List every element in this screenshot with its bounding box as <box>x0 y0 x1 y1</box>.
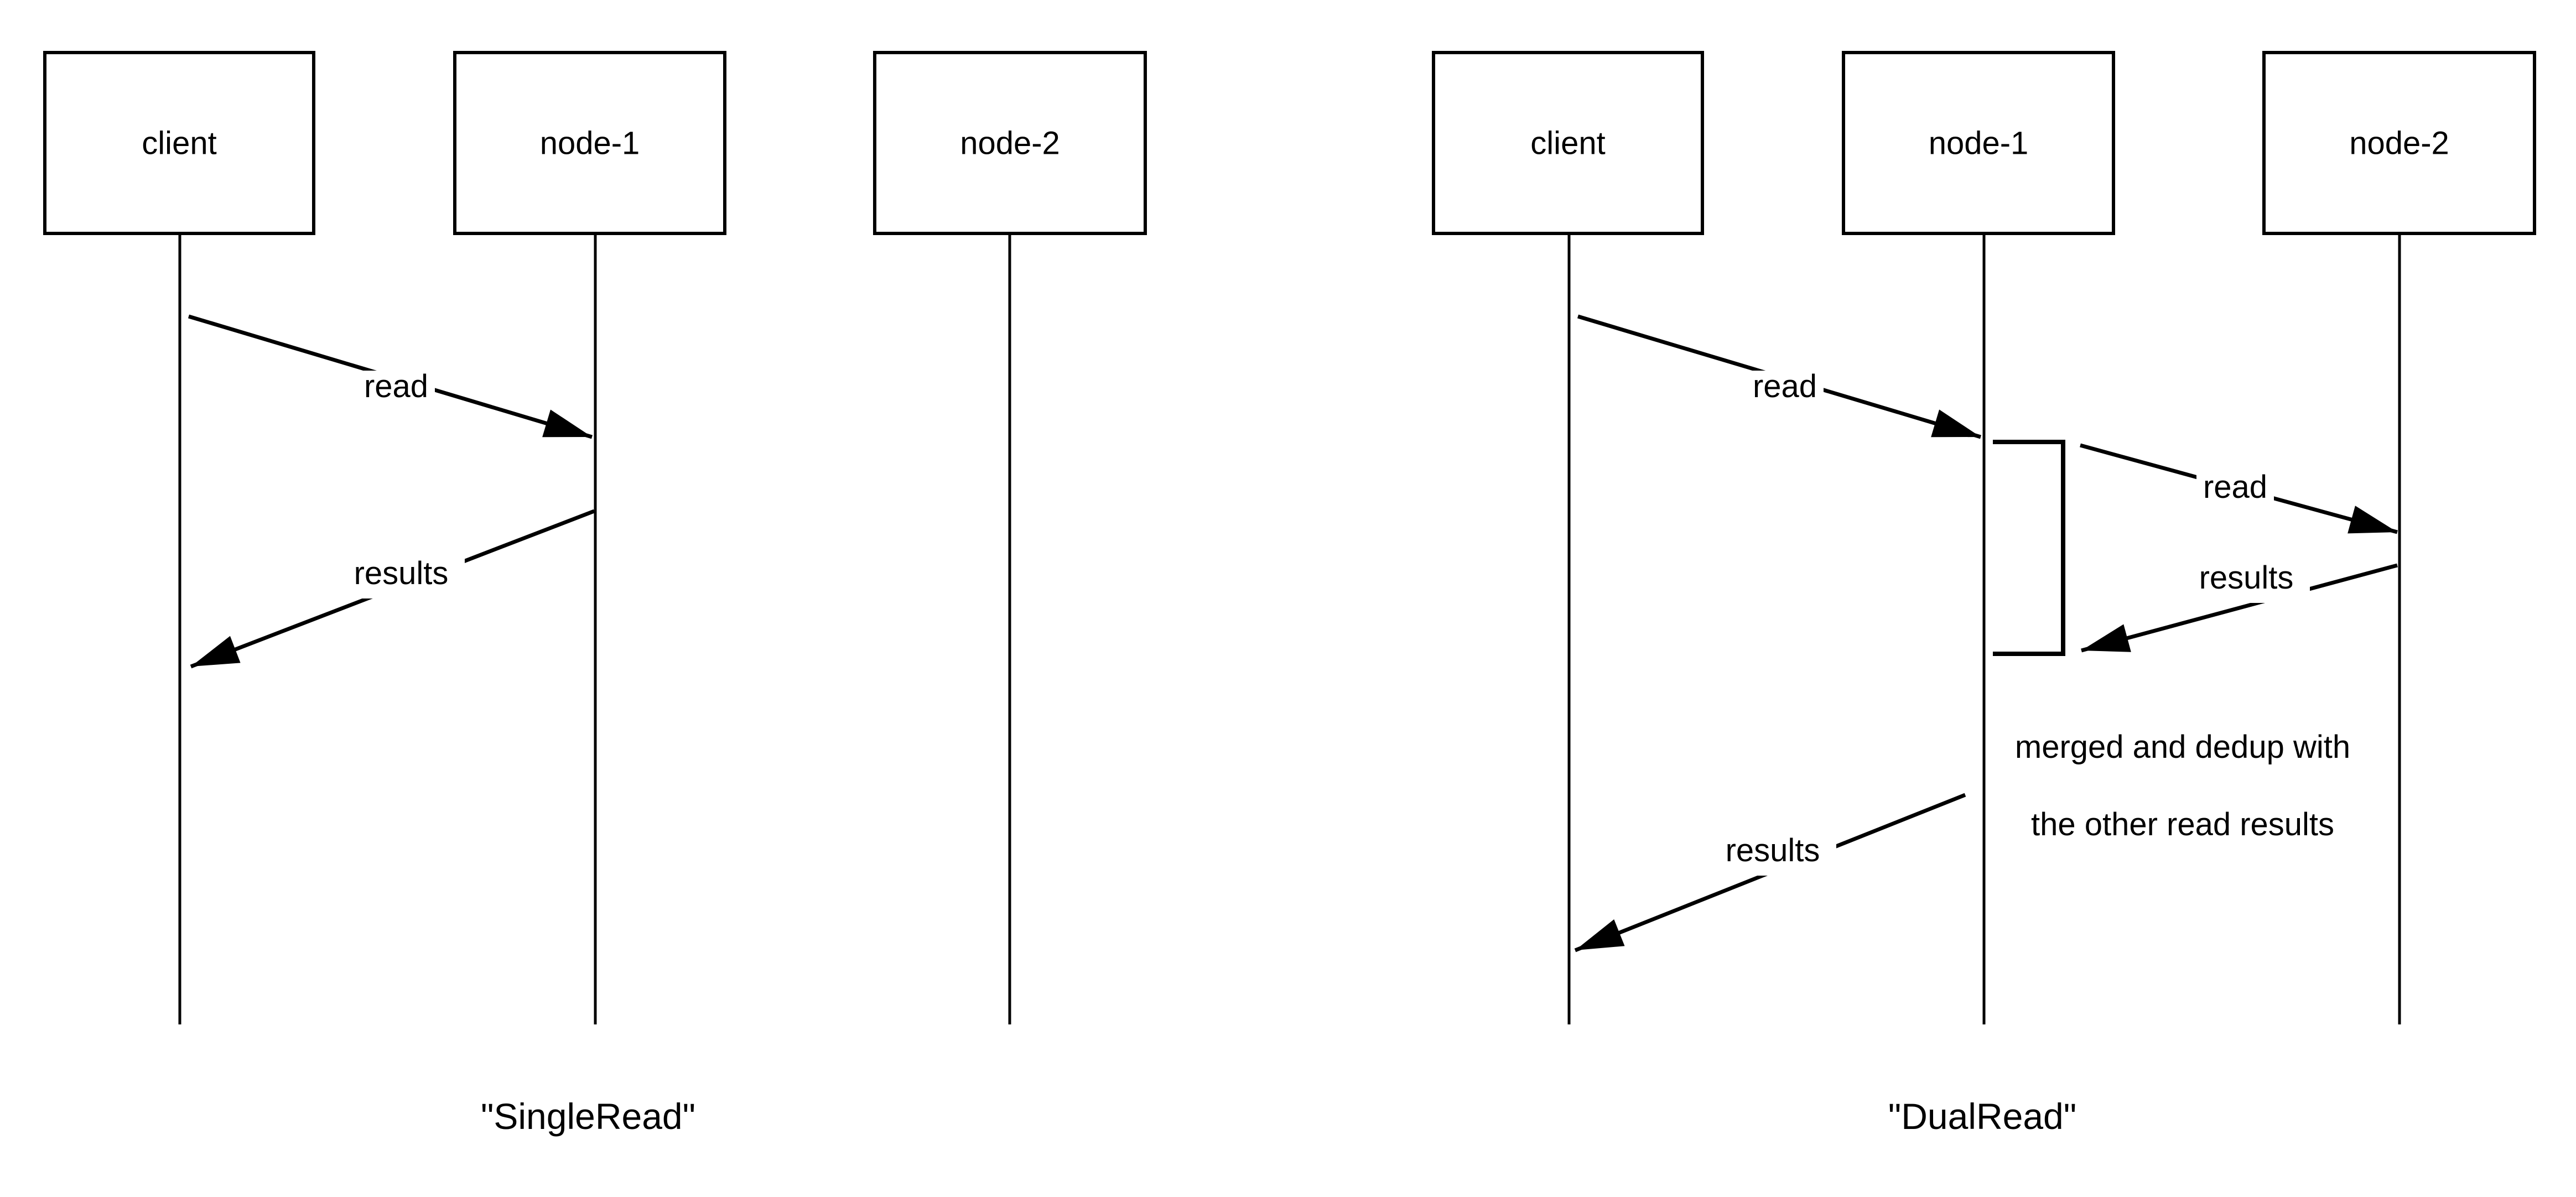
participant-dual-read-client[interactable]: client <box>1432 51 1704 1024</box>
message-label-backdrop-results-2 <box>2183 562 2310 603</box>
note-line-merge-note-2: the other read results <box>2031 806 2334 842</box>
message-label-read-2: read <box>2203 469 2267 505</box>
message-arrowhead-results-2 <box>2081 624 2131 652</box>
diagram-single-read: client node-1 node-2 read results "SingleRead… <box>43 51 1147 1137</box>
participant-box-node-1[interactable] <box>453 51 726 235</box>
message-arrowhead-read-2 <box>2348 506 2397 534</box>
message-arrowhead-results <box>191 636 241 667</box>
participant-label-node-2: node-2 <box>2349 126 2449 162</box>
message-dual-read-read-2[interactable]: read <box>2080 443 2398 534</box>
note-line-merge-note-1: merged and dedup with <box>2015 729 2350 765</box>
diagram-dual-read: client node-1 node-2 read read results results… <box>1432 51 2536 1137</box>
message-line-results-2 <box>2081 563 2398 653</box>
participant-label-client: client <box>142 126 216 162</box>
message-label-backdrop-read-2 <box>2196 471 2274 512</box>
message-label-results-2: results <box>2199 560 2294 596</box>
participant-box-client[interactable] <box>1432 51 1704 235</box>
participant-single-read-node-2[interactable]: node-2 <box>873 51 1147 1024</box>
participant-label-client: client <box>1530 126 1605 162</box>
message-arrowhead-read-1 <box>1931 409 1981 438</box>
participant-label-node-2: node-2 <box>960 126 1060 162</box>
message-single-read-read[interactable]: read <box>188 314 593 439</box>
caption-dual-read: "DualRead" <box>1888 1096 2076 1137</box>
message-label-results: results <box>354 555 449 591</box>
message-arrowhead-read <box>542 409 592 438</box>
participant-label-node-1: node-1 <box>540 126 640 162</box>
message-label-backdrop-results-1 <box>1709 835 1836 876</box>
participant-box-client[interactable] <box>43 51 315 235</box>
caption-single-read: "SingleRead" <box>481 1096 695 1137</box>
message-dual-read-results-2[interactable]: results <box>2081 560 2398 653</box>
participant-box-node-1[interactable] <box>1842 51 2115 235</box>
message-arrowhead-results-1 <box>1575 919 1625 950</box>
activation-bar-node-1-activation <box>1993 440 2065 656</box>
message-label-read-1: read <box>1753 368 1817 404</box>
message-dual-read-read-1[interactable]: read <box>1577 314 1982 439</box>
participant-label-node-1: node-1 <box>1929 126 2029 162</box>
message-single-read-results[interactable]: results <box>190 509 595 669</box>
message-label-backdrop-read <box>357 371 435 412</box>
participant-dual-read-node-2[interactable]: node-2 <box>2262 51 2536 1024</box>
participant-single-read-client[interactable]: client <box>43 51 315 1024</box>
participant-single-read-node-1[interactable]: node-1 <box>453 51 726 1024</box>
message-label-results-1: results <box>1726 832 1820 868</box>
participant-box-node-2[interactable] <box>873 51 1147 235</box>
participant-dual-read-node-1[interactable]: node-1 <box>1842 51 2115 1024</box>
message-label-read: read <box>364 368 428 404</box>
note-dual-read-merge-note: merged and dedup with the other read resu… <box>2015 729 2350 842</box>
message-label-backdrop-read-1 <box>1746 371 1824 412</box>
message-label-backdrop-results <box>337 558 465 598</box>
message-dual-read-results-1[interactable]: results <box>1574 793 1966 953</box>
